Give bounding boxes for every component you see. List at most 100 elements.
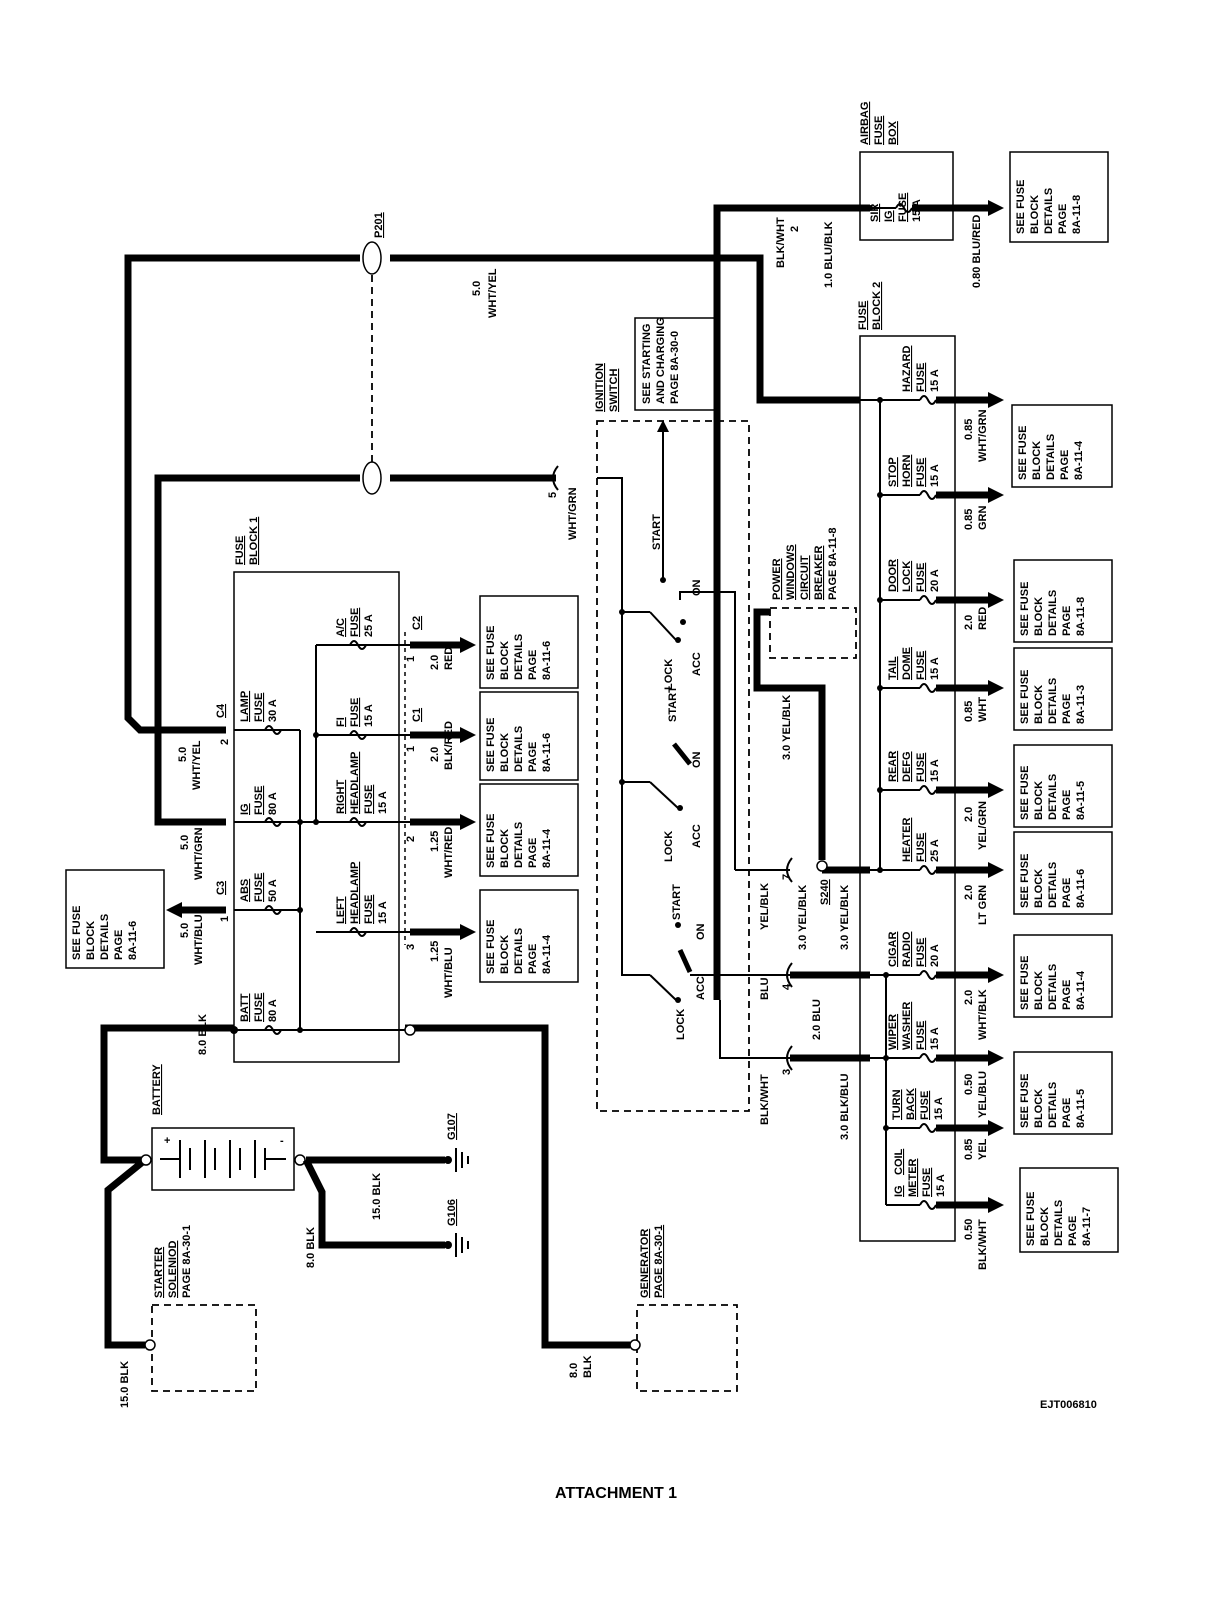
svg-text:8A-11-4: 8A-11-4 (1073, 440, 1085, 480)
svg-text:15 A: 15 A (933, 1097, 945, 1120)
svg-text:PAGE: PAGE (1061, 878, 1073, 908)
svg-text:DETAILS: DETAILS (99, 914, 111, 960)
svg-text:0.85: 0.85 (963, 509, 975, 530)
connector-headlamp-l: 3 1.25 WHT/BLU (405, 924, 476, 998)
svg-text:DETAILS: DETAILS (1053, 1200, 1065, 1246)
battery-neg-terminal (294, 1154, 306, 1166)
svg-text:LAMP: LAMP (239, 691, 251, 722)
fuse-right-headlamp: RIGHT HEADLAMP FUSE 15 A (335, 752, 389, 814)
svg-text:PAGE: PAGE (1057, 204, 1069, 234)
svg-text:FUSE: FUSE (915, 938, 927, 967)
svg-text:DETAILS: DETAILS (1047, 590, 1059, 636)
connector-headlamp-r: 2 1.25 WHT/RED (405, 814, 476, 878)
svg-text:15 A: 15 A (935, 1174, 947, 1197)
p201-connector-bottom (362, 461, 382, 495)
battery-minus-icon: - (280, 1135, 284, 1147)
wire-battery-starter (104, 1157, 148, 1349)
svg-text:C1: C1 (411, 708, 423, 722)
svg-text:PAGE 8A-11-8: PAGE 8A-11-8 (827, 527, 839, 600)
svg-text:BLOCK: BLOCK (499, 641, 511, 680)
svg-text:DETAILS: DETAILS (1043, 188, 1055, 234)
svg-text:2.0: 2.0 (963, 885, 975, 900)
svg-text:DETAILS: DETAILS (1047, 1082, 1059, 1128)
fuse-abs: ABS FUSE 50 A (239, 873, 279, 902)
svg-text:4: 4 (781, 983, 793, 990)
ignition-switch: IGNITION SWITCH SEE STARTING AND CHARGIN… (594, 270, 790, 1112)
svg-text:30 A: 30 A (267, 699, 279, 722)
ref-box-c2: SEE FUSE BLOCK DETAILS PAGE 8A-11-6 (479, 595, 579, 689)
svg-text:A/C: A/C (335, 618, 347, 637)
wire-whtgrn-top (154, 474, 360, 826)
svg-text:25 A: 25 A (929, 839, 941, 862)
svg-text:FUSE: FUSE (253, 993, 265, 1022)
connector-c1: C1 1 2.0 BLK/RED (405, 708, 476, 770)
svg-text:WHT/BLU: WHT/BLU (193, 914, 205, 965)
ignition-switch-box (596, 420, 750, 1112)
svg-text:BLOCK: BLOCK (1033, 781, 1045, 820)
svg-text:SEE FUSE: SEE FUSE (71, 906, 83, 960)
generator-box (636, 1304, 738, 1392)
svg-text:LEFT: LEFT (335, 896, 347, 924)
svg-text:1: 1 (405, 746, 417, 752)
svg-text:IG: IG (893, 1185, 905, 1197)
p201-label: P201 (373, 212, 385, 238)
power-windows-section: POWER WINDOWS CIRCUIT BREAKER PAGE 8A-11… (753, 527, 870, 1140)
connector-c2: C2 1 2.0 RED (405, 616, 476, 670)
wire-to-fuse-block-2 (390, 254, 860, 404)
svg-text:3.0 YEL/BLK: 3.0 YEL/BLK (839, 885, 851, 950)
svg-text:PAGE: PAGE (113, 930, 125, 960)
wire-label-blk-gen: BLK (582, 1355, 594, 1378)
svg-text:1: 1 (219, 916, 231, 922)
svg-text:YEL/BLU: YEL/BLU (977, 1071, 989, 1118)
svg-text:DOOR: DOOR (887, 559, 899, 592)
svg-text:1.25: 1.25 (429, 831, 441, 852)
svg-text:BLOCK: BLOCK (1033, 1089, 1045, 1128)
wire-label-8blk-batt: 8.0 BLK (197, 1014, 209, 1055)
svg-text:5.0: 5.0 (179, 923, 191, 938)
svg-text:REAR: REAR (887, 751, 899, 782)
svg-text:8A-11-4: 8A-11-4 (541, 828, 553, 868)
svg-text:HORN: HORN (901, 455, 913, 487)
svg-text:15 A: 15 A (377, 901, 389, 924)
svg-text:0.50: 0.50 (963, 1219, 975, 1240)
svg-text:DETAILS: DETAILS (513, 928, 525, 974)
wire-label-15blk-start: 15.0 BLK (119, 1361, 131, 1408)
svg-text:SEE FUSE: SEE FUSE (485, 718, 497, 772)
svg-text:FUSE: FUSE (253, 873, 265, 902)
p201-connector-top (362, 241, 382, 275)
svg-text:HEADLAMP: HEADLAMP (349, 752, 361, 814)
svg-text:START: START (667, 686, 679, 722)
svg-text:PAGE: PAGE (1061, 1098, 1073, 1128)
svg-text:0.85: 0.85 (963, 419, 975, 440)
svg-text:50 A: 50 A (267, 879, 279, 902)
svg-text:SEE FUSE: SEE FUSE (1017, 426, 1029, 480)
svg-text:PAGE: PAGE (527, 944, 539, 974)
wire-label-top-whtyel: WHT/YEL (487, 268, 499, 318)
svg-text:3.0 YEL/BLK: 3.0 YEL/BLK (797, 885, 809, 950)
svg-text:80 A: 80 A (267, 792, 279, 815)
svg-text:PAGE: PAGE (1061, 606, 1073, 636)
see-starting-3: PAGE 8A-30-0 (669, 331, 681, 404)
ground-g106-label: G106 (446, 1199, 458, 1226)
svg-text:3: 3 (781, 1069, 793, 1075)
starter-label-3: PAGE 8A-30-1 (181, 1225, 193, 1298)
svg-text:ON: ON (691, 751, 703, 768)
svg-text:BLOCK: BLOCK (85, 921, 97, 960)
ground-g106-icon (444, 1233, 469, 1257)
svg-text:8A-11-8: 8A-11-8 (1075, 597, 1087, 636)
svg-text:2.0: 2.0 (963, 990, 975, 1005)
svg-text:BLK/WHT: BLK/WHT (759, 1074, 771, 1125)
ref-box-whtblu: SEE FUSE BLOCK DETAILS PAGE 8A-11-4 (479, 889, 579, 983)
svg-text:DETAILS: DETAILS (513, 634, 525, 680)
svg-text:SEE FUSE: SEE FUSE (1015, 180, 1027, 234)
svg-text:AIRBAG: AIRBAG (859, 102, 871, 145)
